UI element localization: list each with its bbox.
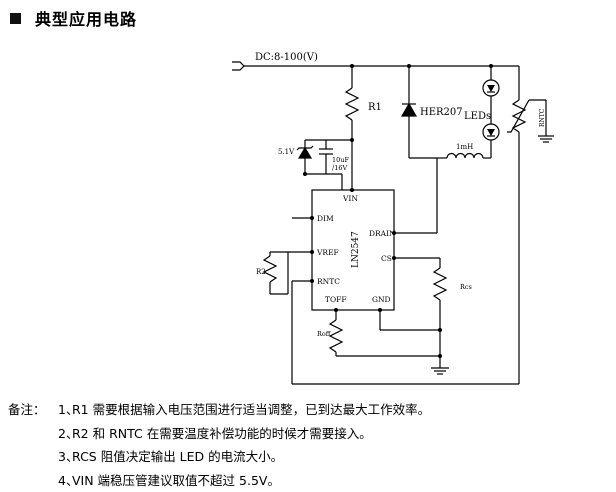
cap-label-value: 10uF xyxy=(332,156,349,164)
note-number: 2、 xyxy=(58,422,72,446)
inductor-label: 1mH xyxy=(456,143,473,151)
ic-name-label: LN2547 xyxy=(351,231,361,268)
notes-section: 备注： 1、 R1 需要根据输入电压范围进行适当调整，已到达最大工作效率。 2、… xyxy=(8,398,430,492)
note-text: VIN 端稳压管建议取值不超过 5.5V。 xyxy=(72,469,280,492)
pin-vin-label: VIN xyxy=(342,194,358,203)
roff-label: Roff xyxy=(317,330,332,338)
note-number: 1、 xyxy=(58,398,72,422)
wire-drain xyxy=(394,158,437,233)
note-row: 2、 R2 和 RNTC 在需要温度补偿功能的时候才需要接入。 xyxy=(8,422,430,446)
inductor-icon xyxy=(437,154,491,159)
pin-dim-label: DIM xyxy=(317,214,334,223)
cap-label-voltage: /16V xyxy=(332,164,347,172)
resistor-rcs-icon xyxy=(394,258,446,368)
note-row: 备注： 1、 R1 需要根据输入电压范围进行适当调整，已到达最大工作效率。 xyxy=(8,398,430,422)
r1-label: R1 xyxy=(368,102,382,113)
notes-label: 备注： xyxy=(8,398,58,422)
ntc-label: RNTC xyxy=(539,108,546,127)
note-text: R1 需要根据输入电压范围进行适当调整，已到达最大工作效率。 xyxy=(72,398,430,422)
supply-label: DC:8-100(V) xyxy=(255,52,318,63)
supply-terminal-icon xyxy=(232,62,244,70)
pin-gnd-label: GND xyxy=(372,295,391,304)
resistor-r1-icon xyxy=(346,66,358,190)
pin-rntc-label: RNTC xyxy=(317,277,340,286)
wire-supply-rail xyxy=(244,64,519,68)
note-number: 3、 xyxy=(58,445,72,469)
ground-icon xyxy=(431,368,449,374)
capacitor-icon xyxy=(319,140,333,174)
zener-label: 5.1V xyxy=(278,148,295,156)
pin-toff-label: TOFF xyxy=(325,295,347,304)
pin-cs-label: CS xyxy=(381,254,392,263)
note-text: RCS 阻值决定输出 LED 的电流大小。 xyxy=(72,445,283,469)
wire-gnd xyxy=(380,310,440,330)
rcs-label: Rcs xyxy=(460,283,472,291)
note-row: 3、 RCS 阻值决定输出 LED 的电流大小。 xyxy=(8,445,430,469)
note-text: R2 和 RNTC 在需要温度补偿功能的时候才需要接入。 xyxy=(72,422,372,446)
circuit-diagram: DC:8-100(V) R1 5.1V 10uF /16V VIN DIM VR… xyxy=(0,0,616,395)
r2-label: R2 xyxy=(256,268,266,276)
note-row: 4、 VIN 端稳压管建议取值不超过 5.5V。 xyxy=(8,469,430,492)
note-number: 4、 xyxy=(58,469,72,492)
pin-vref-label: VREF xyxy=(316,248,339,257)
thermistor-rntc-icon xyxy=(507,66,554,142)
resistor-r2-icon xyxy=(264,252,312,294)
wire-zener-ground xyxy=(305,174,342,190)
leds-label: LEDs xyxy=(464,111,491,122)
pin-drain-label: DRAIN xyxy=(369,229,396,238)
resistor-roff-icon xyxy=(330,310,440,356)
diode-label: HER207 xyxy=(420,107,463,118)
